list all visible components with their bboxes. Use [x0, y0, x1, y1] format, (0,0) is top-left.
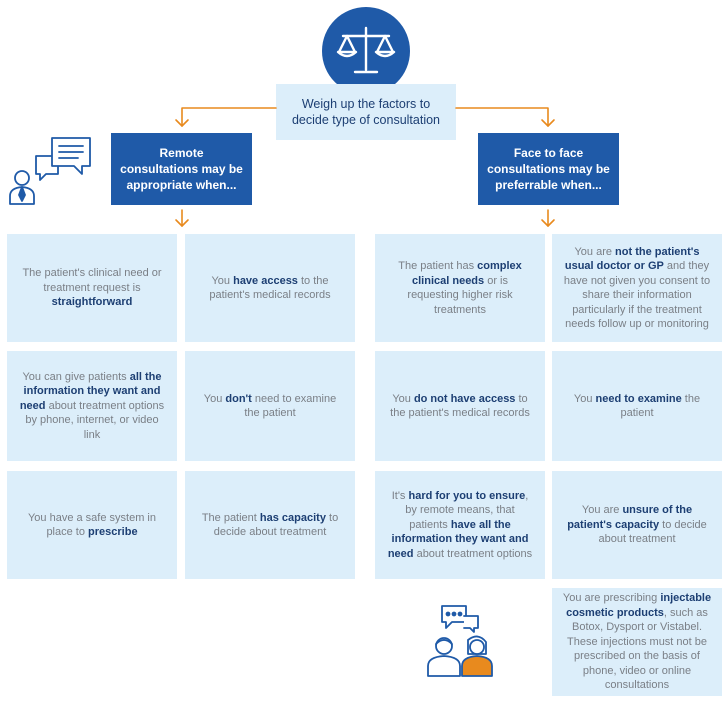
card-text: It's	[391, 489, 409, 502]
emphasis-text: have all the information they want and n…	[387, 518, 529, 560]
card-text: You	[573, 392, 596, 405]
card-text: You	[203, 392, 226, 405]
face-card-6: You are unsure of the patient's capacity…	[552, 471, 722, 579]
emphasis-text: do not have access	[413, 392, 516, 405]
remote-card-5: You have a safe system in place to presc…	[7, 471, 177, 579]
face-card-5-text: It's hard for you to ensure, by remote m…	[385, 489, 535, 562]
emphasis-text: prescribe	[88, 526, 138, 538]
card-text: to the patient's medical records	[209, 274, 331, 302]
emphasis-text: hard for you to ensure	[408, 489, 526, 502]
emphasis-text: complex clinical needs	[412, 260, 522, 287]
face-card-4-text: You need to examine the patient	[562, 392, 712, 421]
card-text: You are	[581, 504, 623, 517]
emphasis-text: injectable cosmetic products	[566, 592, 712, 619]
emphasis-text: straightforward	[51, 296, 133, 309]
remote-card-5-text: You have a safe system in place to presc…	[17, 511, 167, 540]
card-text: , such as Botox, Dysport or Vistabel. Th…	[566, 606, 708, 692]
emphasis-text: all the information they want and need	[19, 370, 162, 412]
face-card-2: You are not the patient's usual doctor o…	[552, 234, 722, 342]
two-people-chat-icon	[424, 600, 498, 680]
card-text: to decide about treatment	[213, 511, 339, 539]
card-text: You have a safe system in place to	[27, 511, 156, 539]
face-card-2-text: You are not the patient's usual doctor o…	[562, 245, 712, 332]
card-text: You	[392, 392, 414, 405]
card-text: to the patient's medical records	[390, 392, 530, 420]
card-text: You are	[574, 245, 616, 258]
card-text: You are prescribing	[562, 592, 661, 605]
emphasis-text: not the patient's usual doctor or GP	[564, 245, 700, 273]
card-text: about treatment options by phone, intern…	[25, 399, 165, 441]
face-card-3: You do not have access to the patient's …	[375, 351, 545, 461]
remote-card-4: You don't need to examine the patient	[185, 351, 355, 461]
remote-header-text: Remote consultations may be appropriate …	[120, 146, 243, 192]
card-text: You can give patients	[22, 370, 130, 383]
face-card-4: You need to examine the patient	[552, 351, 722, 461]
face-to-face-header: Face to face consultations may be prefer…	[478, 133, 619, 205]
top-factors-box: Weigh up the factors to decide type of c…	[276, 84, 456, 140]
emphasis-text: unsure of the patient's capacity	[567, 504, 693, 531]
card-text: The patient's clinical need or treatment…	[22, 267, 162, 294]
remote-card-1-text: The patient's clinical need or treatment…	[17, 266, 167, 310]
card-text: need to examine the patient	[244, 392, 337, 420]
remote-consultations-header: Remote consultations may be appropriate …	[111, 133, 252, 205]
remote-card-3: You can give patients all the informatio…	[7, 351, 177, 461]
face-card-6-text: You are unsure of the patient's capacity…	[562, 503, 712, 547]
card-text: about treatment options	[413, 547, 533, 560]
emphasis-text: need to examine	[595, 392, 682, 405]
top-factors-text: Weigh up the factors to decide type of c…	[291, 97, 441, 127]
card-text: and they have not given you consent to s…	[563, 260, 711, 330]
card-text: to decide about treatment	[598, 518, 707, 546]
face-card-1-text: The patient has complex clinical needs o…	[385, 259, 535, 317]
remote-card-2-text: You have access to the patient's medical…	[195, 274, 345, 303]
remote-card-6: The patient has capacity to decide about…	[185, 471, 355, 579]
scales-icon	[321, 6, 411, 96]
face-header-text: Face to face consultations may be prefer…	[487, 146, 610, 192]
emphasis-text: have access	[233, 274, 298, 287]
remote-card-2: You have access to the patient's medical…	[185, 234, 355, 342]
card-text: The patient has	[398, 260, 478, 272]
face-card-7: You are prescribing injectable cosmetic …	[552, 588, 722, 696]
face-card-5: It's hard for you to ensure, by remote m…	[375, 471, 545, 579]
person-with-chat-bubbles-icon	[6, 134, 98, 208]
connector-arrows	[175, 107, 555, 227]
remote-card-6-text: The patient has capacity to decide about…	[195, 511, 345, 540]
card-text: or is requesting higher risk treatments	[407, 274, 513, 316]
emphasis-text: has capacity	[259, 511, 326, 524]
emphasis-text: don't	[225, 392, 252, 405]
remote-card-3-text: You can give patients all the informatio…	[17, 370, 167, 443]
card-text: the patient	[620, 392, 701, 420]
face-card-7-text: You are prescribing injectable cosmetic …	[562, 591, 712, 693]
card-text: You	[211, 274, 234, 287]
card-text: The patient	[201, 511, 260, 524]
card-text: , by remote means, that patients	[405, 489, 529, 531]
face-card-1: The patient has complex clinical needs o…	[375, 234, 545, 342]
remote-card-1: The patient's clinical need or treatment…	[7, 234, 177, 342]
remote-card-4-text: You don't need to examine the patient	[195, 392, 345, 421]
face-card-3-text: You do not have access to the patient's …	[385, 392, 535, 421]
